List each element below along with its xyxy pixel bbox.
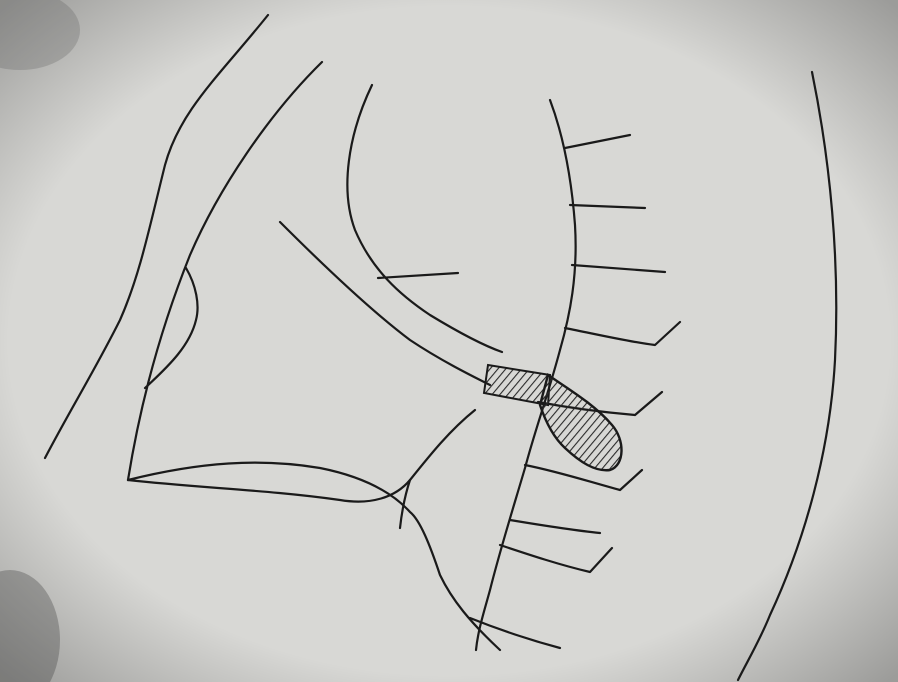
drawing-canvas [0,0,898,682]
line-drawing [0,0,898,682]
paper-vignette [0,0,898,682]
